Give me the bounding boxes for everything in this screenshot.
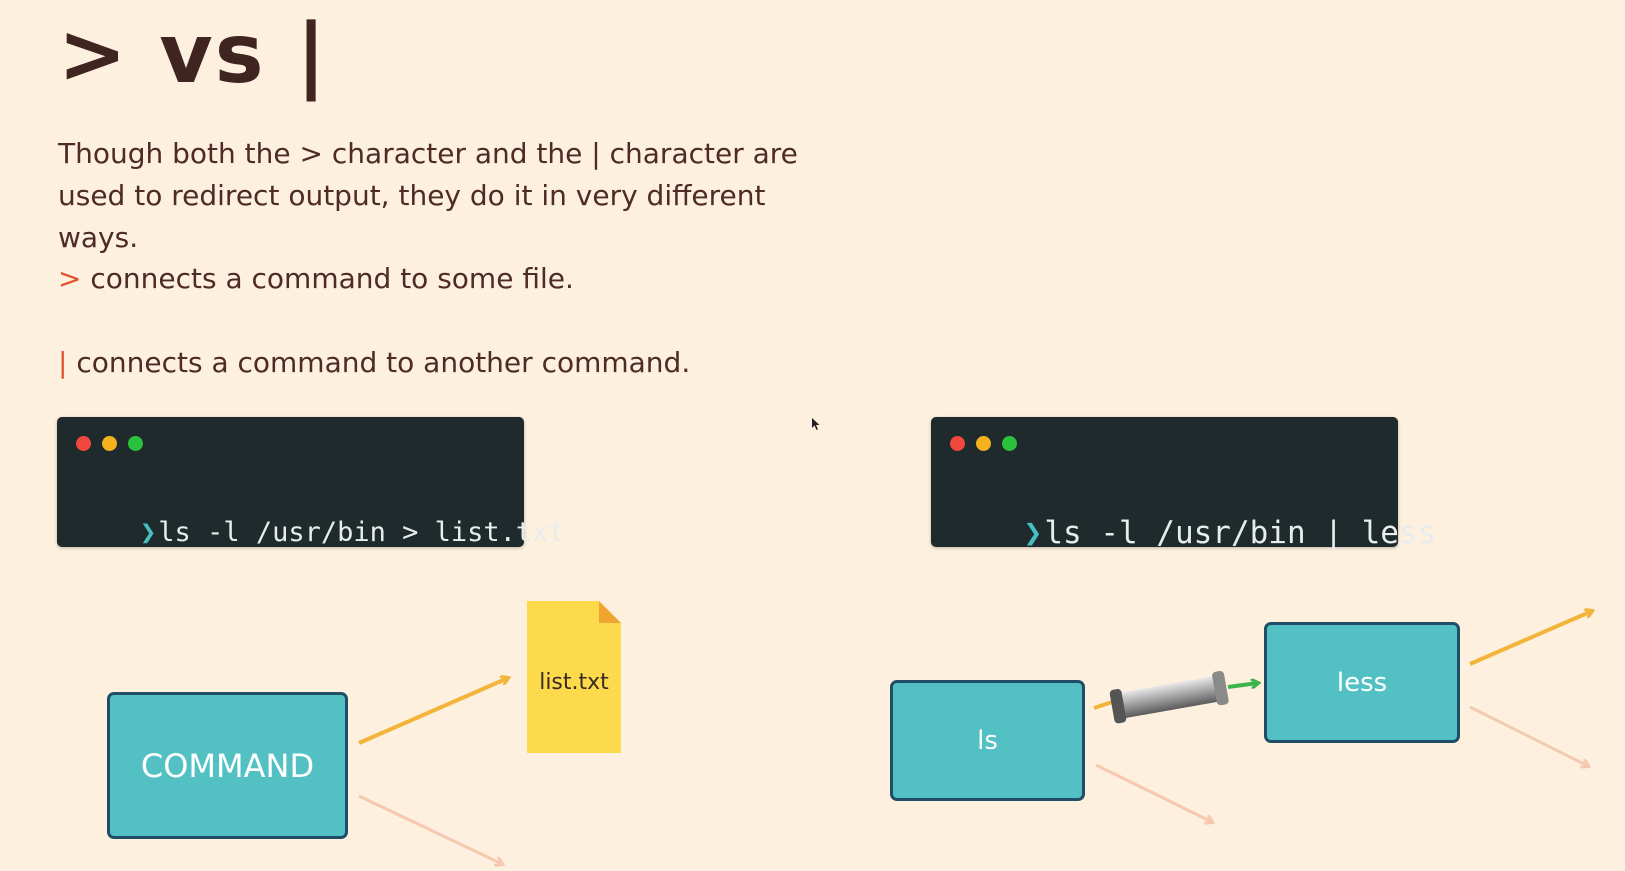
stderr-arrow-left — [358, 794, 502, 864]
terminal-redirect: ❯ls -l /usr/bin > list.txt — [57, 417, 565, 548]
pipe-icon — [1109, 670, 1229, 724]
file-icon — [527, 601, 621, 753]
pipe-symbol: | — [58, 346, 68, 379]
intro-paragraph: Though both the > character and the | ch… — [58, 137, 798, 254]
stdout-arrow-less — [1469, 611, 1592, 666]
less-box: less — [1264, 622, 1460, 743]
redirect-symbol: > — [58, 262, 82, 295]
command-box: COMMAND — [107, 692, 348, 839]
chevron-right-icon: ❯ — [1023, 515, 1043, 551]
chevron-right-icon: ❯ — [140, 517, 157, 548]
window-close-dot — [76, 436, 91, 451]
terminal-command: ls -l /usr/bin | less — [1044, 515, 1437, 551]
redirect-explanation-text: connects a command to some file. — [81, 262, 574, 295]
terminal-prompt: ❯ls -l /usr/bin > list.txt — [75, 473, 565, 593]
redirect-explanation: > connects a command to some file. — [58, 258, 574, 300]
terminal-prompt: ❯ls -l /usr/bin | less — [949, 473, 1437, 593]
file-label: list.txt — [539, 670, 609, 695]
terminal-pipe: ❯ls -l /usr/bin | less — [931, 417, 1436, 551]
slide-title: > vs | — [58, 7, 329, 102]
stderr-arrow-less — [1469, 705, 1588, 766]
window-maximize-dot — [1002, 436, 1017, 451]
stdout-arrow-to-file — [358, 678, 508, 745]
window-maximize-dot — [128, 436, 143, 451]
pipe-explanation: | connects a command to another command. — [58, 342, 690, 384]
ls-box: ls — [890, 680, 1085, 801]
pipe-explanation-text: connects a command to another command. — [67, 346, 691, 379]
window-close-dot — [950, 436, 965, 451]
mouse-cursor-icon — [812, 418, 820, 430]
window-minimize-dot — [976, 436, 991, 451]
terminal-command: ls -l /usr/bin > list.txt — [158, 517, 565, 548]
window-minimize-dot — [102, 436, 117, 451]
stderr-arrow-ls — [1095, 763, 1212, 822]
